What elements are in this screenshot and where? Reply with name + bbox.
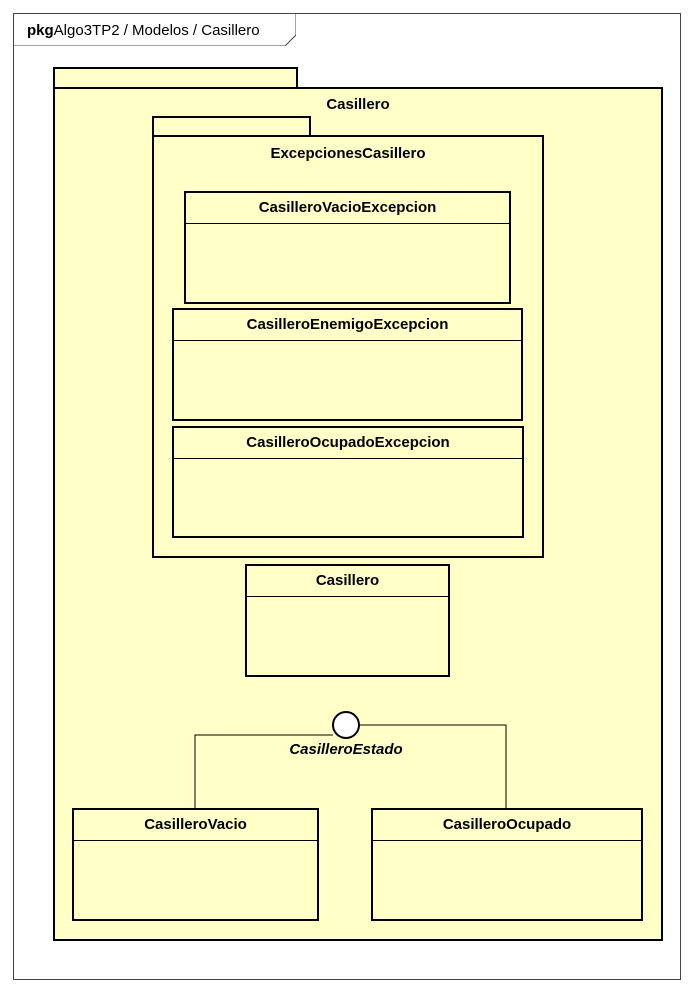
class-casillero-enemigo-excepcion[interactable]: CasilleroEnemigoExcepcion <box>172 308 523 421</box>
class-name: CasilleroVacioExcepcion <box>186 193 509 224</box>
class-casillero[interactable]: Casillero <box>245 564 450 677</box>
realization-line-vacio <box>194 734 333 809</box>
diagram-frame <box>13 13 681 980</box>
class-name: CasilleroEnemigoExcepcion <box>174 310 521 341</box>
class-casillero-ocupado[interactable]: CasilleroOcupado <box>371 808 643 921</box>
outer-package-title: Casillero <box>326 96 390 113</box>
realization-line-ocupado <box>360 724 507 809</box>
class-name: CasilleroVacio <box>74 810 317 841</box>
class-casillero-vacio-excepcion[interactable]: CasilleroVacioExcepcion <box>184 191 511 304</box>
class-casillero-ocupado-excepcion[interactable]: CasilleroOcupadoExcepcion <box>172 426 524 538</box>
class-casillero-vacio[interactable]: CasilleroVacio <box>72 808 319 921</box>
class-name: CasilleroOcupadoExcepcion <box>174 428 522 459</box>
frame-path: Algo3TP2 / Modelos / Casillero <box>53 22 260 39</box>
interface-name[interactable]: CasilleroEstado <box>289 741 403 758</box>
inner-package-title: ExcepcionesCasillero <box>270 145 426 162</box>
frame-title: pkgAlgo3TP2 / Modelos / Casillero <box>27 22 260 39</box>
frame-tab <box>13 13 296 46</box>
class-name: Casillero <box>247 566 448 597</box>
frame-keyword: pkg <box>27 22 54 39</box>
class-name: CasilleroOcupado <box>373 810 641 841</box>
interface-lollipop-icon <box>332 711 360 739</box>
